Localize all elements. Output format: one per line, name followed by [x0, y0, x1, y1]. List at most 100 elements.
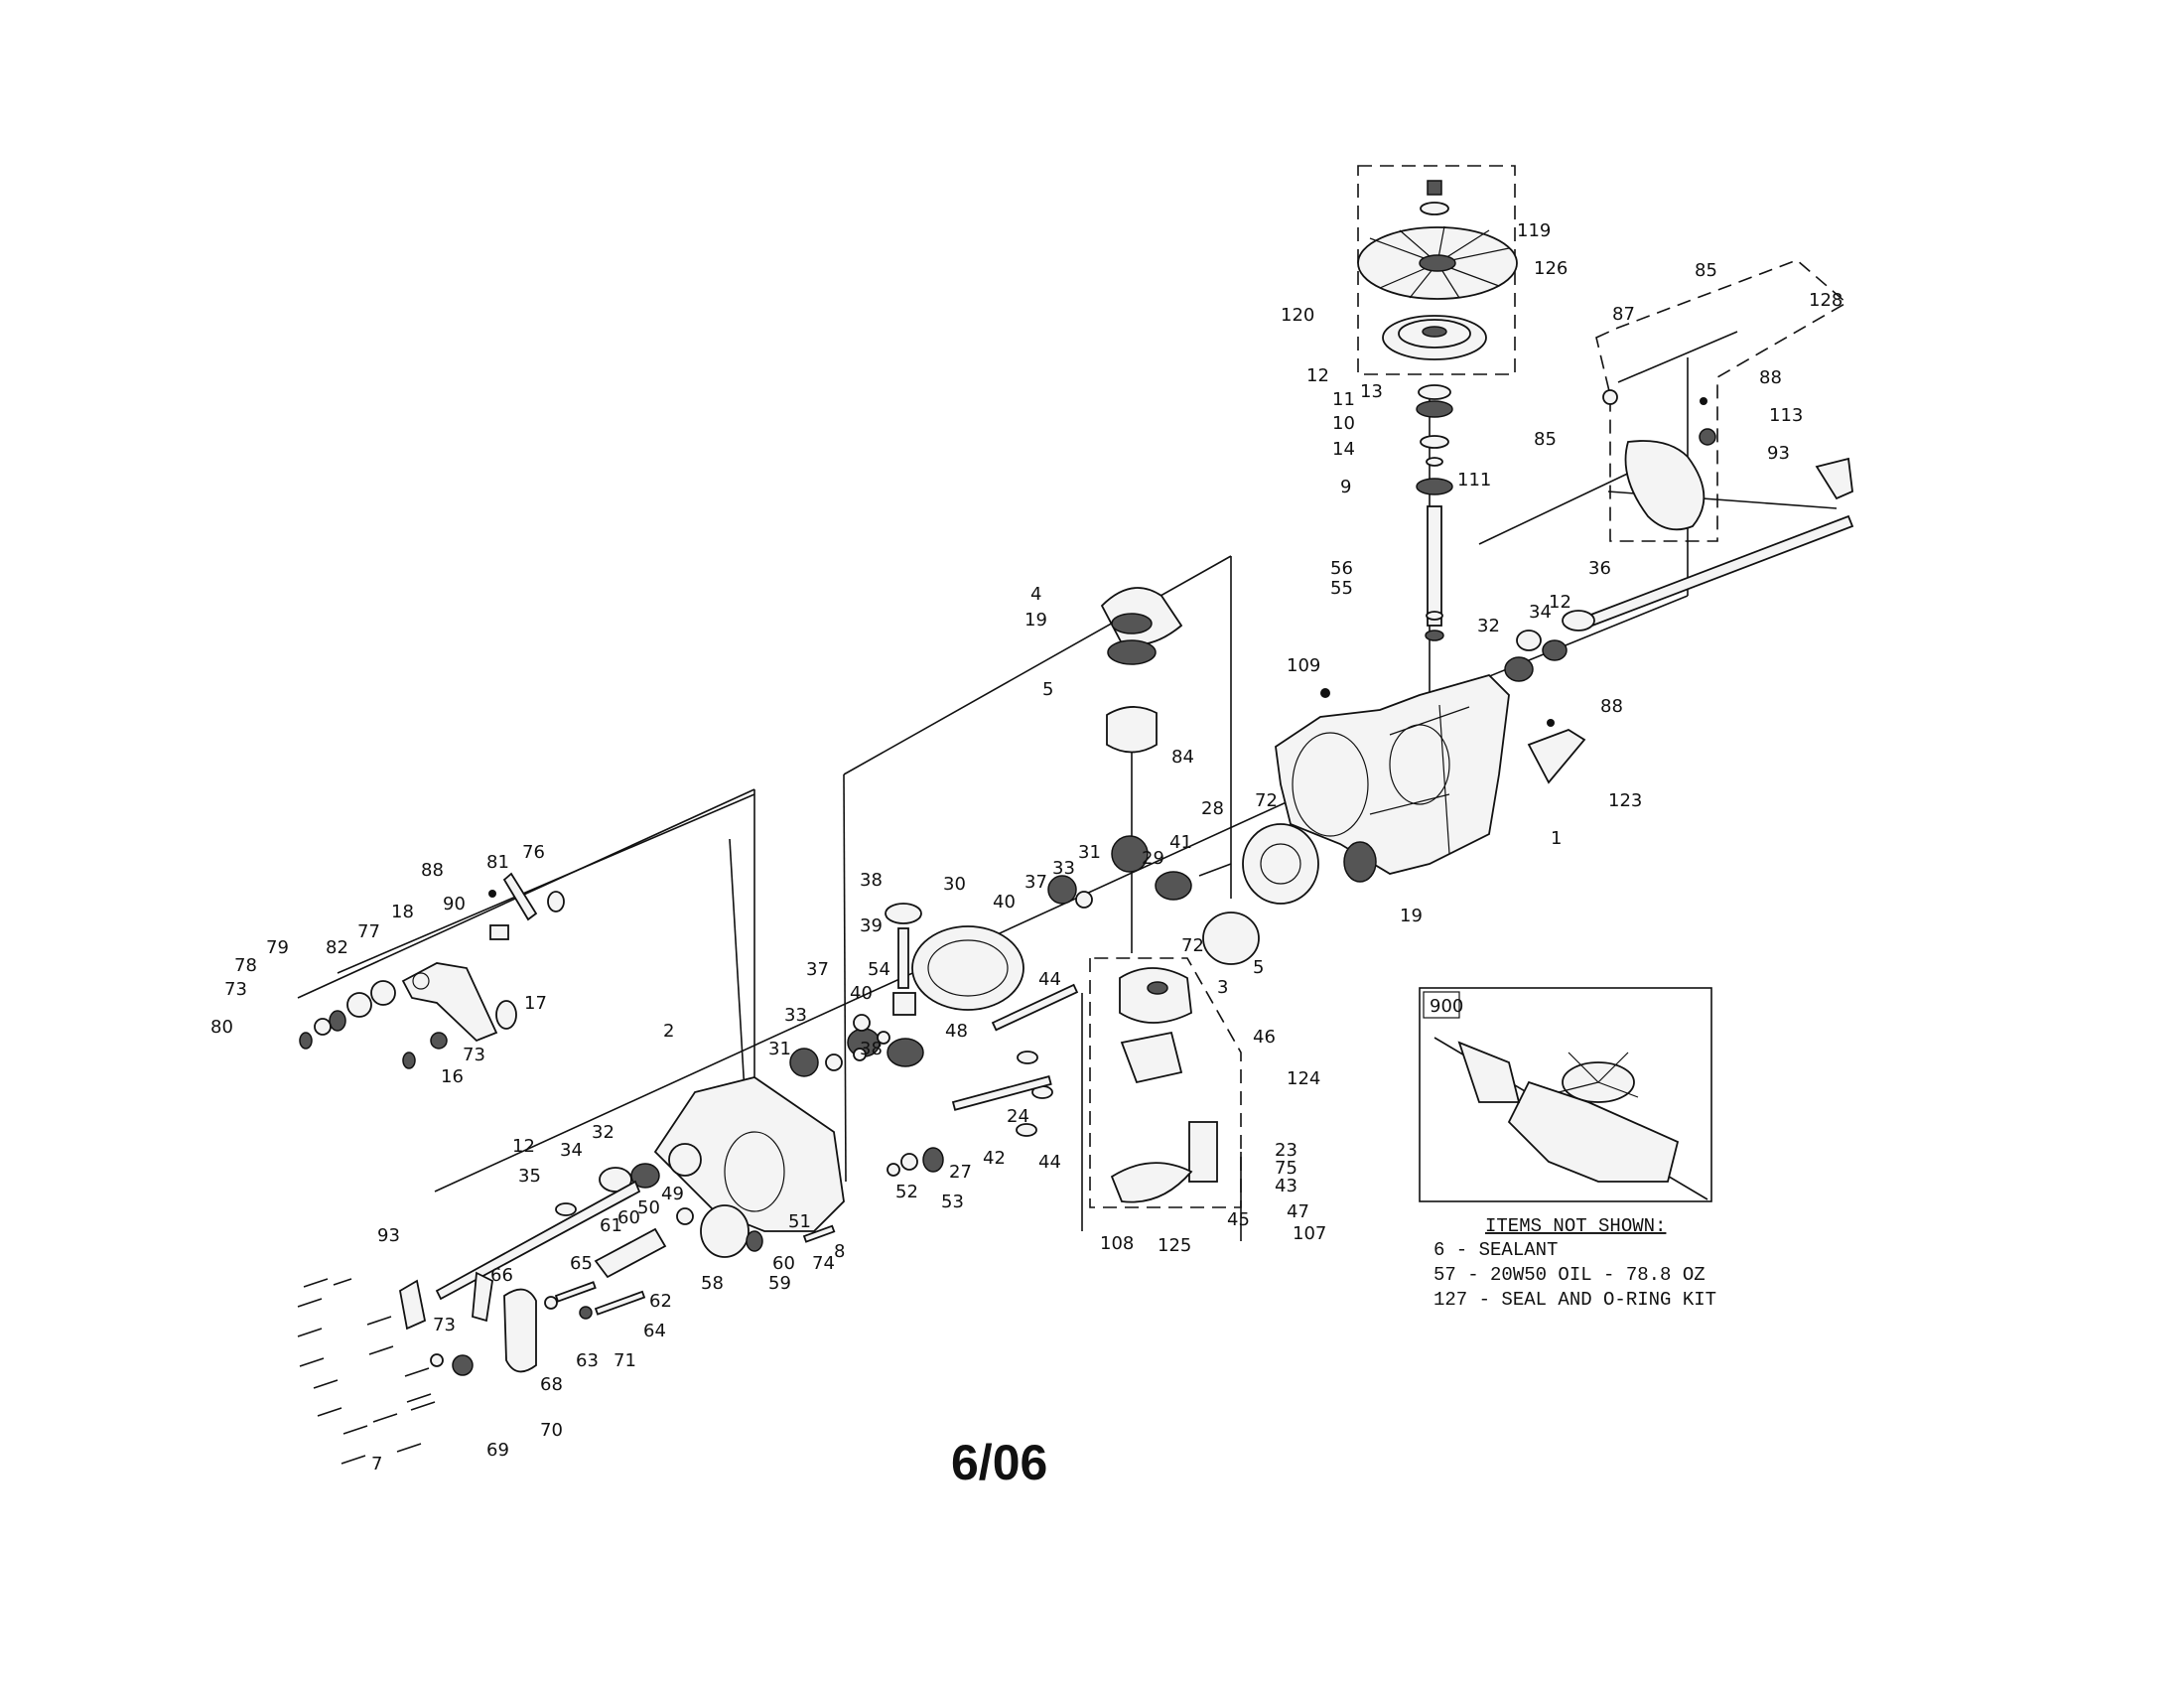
callout-label: 74 — [812, 1253, 835, 1274]
callout-label: 72 — [1181, 935, 1204, 956]
fan-pulley-assembly — [1357, 180, 1518, 641]
callout-label: 73 — [224, 979, 247, 1000]
callout-label: 58 — [701, 1273, 724, 1294]
callout-label: 35 — [518, 1166, 541, 1187]
callout-label: 48 — [945, 1021, 968, 1042]
callout-label: 80 — [210, 1017, 233, 1038]
right-axle-assembly — [1504, 331, 1854, 784]
callout-label: 32 — [592, 1122, 614, 1143]
callout-label: 12 — [1306, 365, 1329, 386]
callout-label: 66 — [490, 1265, 513, 1286]
callout-label: 65 — [570, 1253, 593, 1274]
callout-label: 19 — [1400, 906, 1423, 926]
assembly-guide-lines — [297, 357, 1838, 1241]
callout-label: 64 — [643, 1321, 666, 1341]
callout-label: 73 — [433, 1315, 456, 1335]
callout-label: 82 — [326, 937, 348, 958]
callout-label: 18 — [391, 902, 414, 922]
center-pump-gear-train — [789, 587, 1377, 1203]
callout-label: 44 — [1038, 969, 1061, 990]
callout-label: 41 — [1169, 832, 1192, 853]
callout-label: 90 — [443, 894, 466, 914]
callout-label: 54 — [868, 959, 890, 980]
callout-label: 40 — [993, 892, 1016, 912]
callout-label: 10 — [1332, 413, 1355, 434]
callout-label: 33 — [784, 1005, 807, 1026]
callout-label: 13 — [1360, 381, 1383, 402]
callout-label: 51 — [788, 1211, 811, 1232]
callout-label: 73 — [463, 1045, 485, 1065]
left-housing — [399, 1076, 845, 1376]
callout-label: 85 — [1695, 260, 1717, 281]
callout-label: 72 — [1255, 790, 1278, 811]
brake-disc — [1242, 823, 1319, 905]
callout-label: 84 — [1171, 747, 1194, 768]
callout-label: 1 — [1551, 828, 1562, 849]
inset-transaxle-illustration — [1433, 1037, 1708, 1200]
callout-label: 30 — [943, 874, 966, 895]
callout-label: 42 — [983, 1148, 1006, 1169]
callout-label: 125 — [1158, 1235, 1191, 1256]
cooling-fan — [1357, 225, 1518, 300]
callout-label: 28 — [1201, 798, 1224, 819]
callout-label: 79 — [266, 937, 289, 958]
callout-label: 52 — [895, 1182, 918, 1202]
callout-label: 49 — [661, 1184, 684, 1204]
dashed-group-boxes — [1089, 165, 1848, 1208]
callout-label: 17 — [524, 993, 547, 1014]
callout-label: 88 — [1600, 696, 1623, 717]
callout-label: 46 — [1253, 1027, 1276, 1048]
inset-tag: 900 — [1430, 996, 1463, 1017]
callout-label: 93 — [377, 1225, 400, 1246]
callout-label: 23 — [1275, 1140, 1297, 1161]
callout-label: 3 — [1217, 977, 1228, 998]
callout-label: 32 — [1477, 616, 1500, 636]
callout-label: 29 — [1142, 848, 1164, 869]
callout-label: 9 — [1340, 477, 1351, 497]
lever-brake-group — [299, 872, 565, 1069]
callout-label: 16 — [441, 1066, 464, 1087]
callout-label: 37 — [1024, 872, 1047, 893]
callout-label: 108 — [1100, 1233, 1134, 1254]
callout-label: 34 — [560, 1140, 583, 1161]
callout-label: 68 — [540, 1374, 563, 1395]
callout-label: 60 — [617, 1207, 640, 1228]
callout-label: 126 — [1534, 258, 1568, 279]
item-note: 57 - 20W50 OIL - 78.8 OZ — [1433, 1264, 1706, 1286]
callout-label: 38 — [860, 870, 883, 891]
callout-label: 31 — [1078, 842, 1101, 863]
callout-label: 39 — [860, 915, 883, 936]
callout-label: 45 — [1227, 1209, 1250, 1230]
callout-label: 60 — [772, 1253, 795, 1274]
callout-label: 113 — [1769, 405, 1803, 426]
callout-label: 75 — [1275, 1158, 1297, 1179]
callout-label: 8 — [834, 1241, 845, 1262]
callout-label: 4 — [1030, 584, 1041, 605]
callout-label: 77 — [357, 921, 380, 942]
callout-label: 59 — [768, 1273, 791, 1294]
callout-label: 69 — [486, 1440, 509, 1461]
callout-label: 109 — [1287, 655, 1320, 676]
part-callouts: 1191261201213111014956558587128881139385… — [210, 220, 1843, 1474]
large-gear — [911, 925, 1024, 1011]
callout-label: 111 — [1457, 470, 1491, 491]
callout-label: 12 — [512, 1136, 535, 1157]
callout-label: 71 — [614, 1350, 636, 1371]
callout-label: 5 — [1253, 957, 1264, 978]
callout-label: 27 — [949, 1162, 972, 1183]
callout-label: 38 — [860, 1039, 883, 1059]
callout-label: 44 — [1038, 1152, 1061, 1173]
callout-label: 93 — [1767, 443, 1790, 464]
callout-label: 124 — [1287, 1068, 1320, 1089]
callout-label: 55 — [1330, 578, 1353, 599]
callout-label: 123 — [1608, 790, 1642, 811]
callout-label: 37 — [806, 959, 829, 980]
callout-label: 56 — [1330, 558, 1353, 579]
callout-label: 120 — [1281, 305, 1314, 326]
callout-label: 2 — [663, 1021, 674, 1042]
callout-label: 33 — [1052, 858, 1075, 879]
callout-label: 11 — [1332, 389, 1355, 410]
callout-label: 7 — [371, 1454, 382, 1474]
callout-label: 63 — [576, 1350, 599, 1371]
